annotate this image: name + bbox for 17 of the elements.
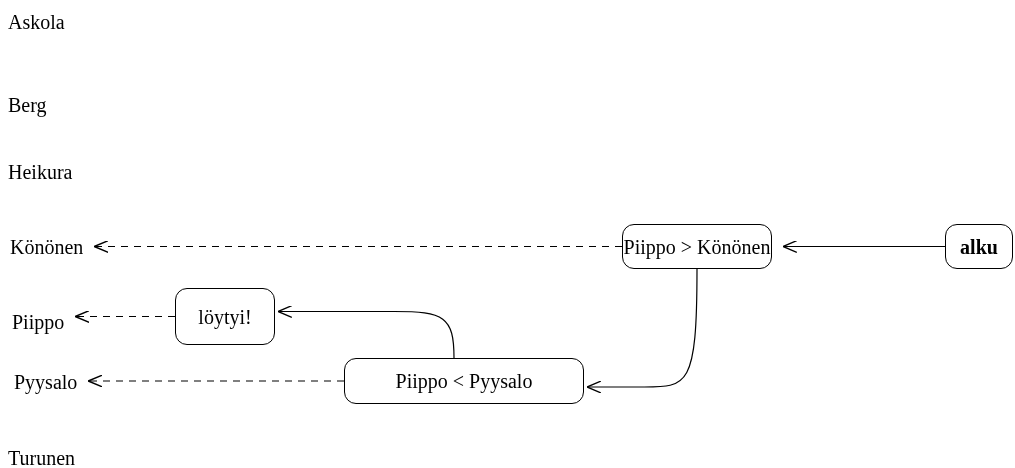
dashed-arrow [87, 374, 345, 388]
arrow [277, 304, 455, 359]
dashed-arrow [74, 309, 176, 324]
arrow [586, 268, 698, 394]
state-box: Piippo > Könönen [622, 224, 772, 269]
state-box: löytyi! [175, 288, 275, 345]
name-label: Heikura [8, 160, 73, 184]
name-label: Askola [8, 10, 65, 34]
name-label: Berg [8, 93, 47, 117]
name-label: Piippo [12, 310, 65, 334]
name-label: Könönen [10, 235, 84, 259]
state-box: alku [945, 224, 1013, 269]
name-label: Pyysalo [14, 370, 78, 394]
arrow [782, 239, 946, 254]
dashed-arrow [93, 239, 623, 254]
name-label: Turunen [8, 446, 76, 468]
state-box: Piippo < Pyysalo [344, 358, 584, 404]
